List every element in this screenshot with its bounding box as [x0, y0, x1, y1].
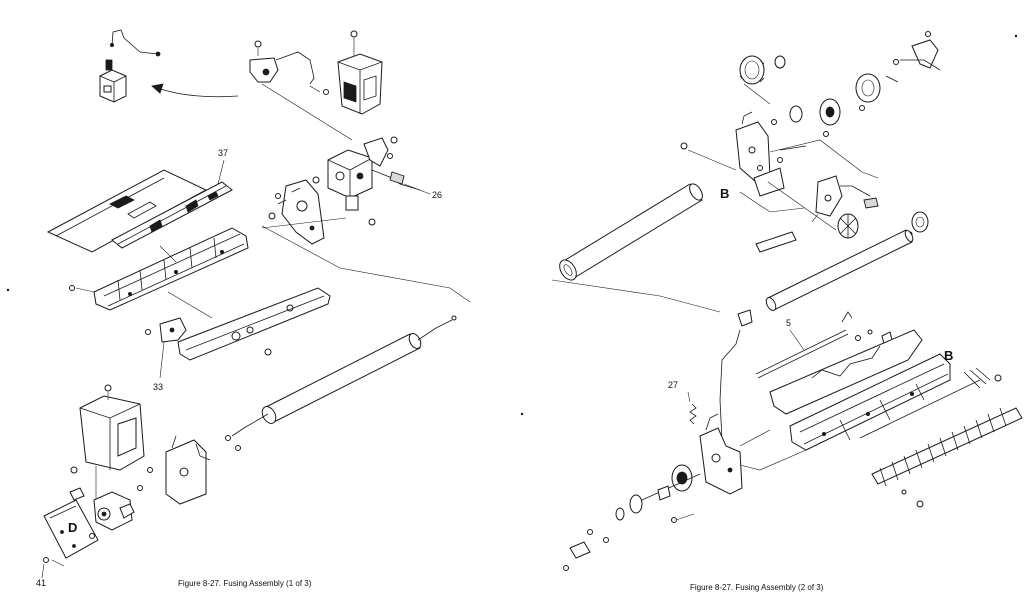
main-drive-bracket	[680, 111, 807, 197]
leader-line	[551, 279, 721, 313]
callout-letter-d: D	[68, 520, 77, 535]
part-label-5: 5	[786, 318, 791, 328]
pressure-roller	[765, 229, 914, 311]
scan-specks	[6, 34, 1018, 416]
leader-line	[767, 181, 837, 231]
left-figure-fusing-assembly-1-of-3: 37 26 33 D 41 Figure 8-27. Fusing Assemb…	[36, 29, 471, 588]
roller-end-bracket	[165, 435, 241, 505]
wire-harness	[110, 29, 161, 57]
leader-line	[403, 183, 431, 195]
caption-prefix: Figure 8-27. Fusing Assembly	[690, 583, 798, 592]
spring-27	[687, 391, 697, 425]
part-label-27: 27	[668, 380, 678, 390]
side-frame-plate	[268, 179, 325, 245]
right-figure-fusing-assembly-2-of-3: B B 5 27 Figure 8-27. Fusing Assembly (2…	[551, 31, 1023, 592]
caption-part-count: (1 of 3)	[286, 579, 312, 588]
clamp-33	[145, 317, 187, 379]
lower-side-frame	[699, 413, 743, 495]
leader-line	[743, 83, 771, 105]
guide-plate	[769, 329, 923, 415]
upper-housing-cover	[337, 30, 383, 115]
part-label-26: 26	[432, 190, 442, 200]
pivot-bracket	[885, 31, 941, 83]
bracket-with-rod	[249, 40, 329, 95]
leader-line	[41, 563, 45, 579]
fusing-roller-left	[225, 315, 457, 441]
drive-gears	[93, 467, 153, 531]
callout-letter-b-right: B	[944, 348, 953, 363]
lever-bracket	[811, 175, 879, 223]
heat-roller	[559, 183, 703, 281]
part-label-33: 33	[153, 382, 163, 392]
leader-line	[261, 217, 347, 229]
leader-line	[159, 245, 177, 263]
part-label-41: 41	[36, 578, 46, 588]
leader-line	[261, 83, 353, 141]
bearing-wheel	[615, 464, 701, 521]
curved-arrow	[151, 83, 239, 98]
leader-line	[769, 139, 879, 179]
vertical-cable	[719, 309, 753, 441]
bushing	[907, 211, 929, 237]
leader-line	[789, 329, 805, 351]
lower-screws	[563, 513, 695, 571]
gear-housing	[70, 384, 145, 500]
knurled-gear	[755, 213, 859, 253]
cleaning-comb	[871, 367, 1023, 508]
caption-prefix: Figure 8-27. Fusing Assembly	[178, 579, 286, 588]
leader-line	[261, 225, 471, 303]
lower-frame-channel	[69, 227, 249, 311]
figure-caption-left: Figure 8-27. Fusing Assembly (1 of 3)	[178, 579, 312, 588]
caption-part-count: (2 of 3)	[798, 583, 824, 592]
small-gears-row	[774, 55, 881, 137]
connector-block	[99, 59, 127, 103]
guide-rail-37	[111, 159, 233, 249]
lower-frame-tray	[789, 353, 981, 451]
leader-line	[739, 429, 771, 447]
drive-bracket-cluster	[312, 136, 421, 226]
end-plate-41	[43, 487, 99, 567]
callout-letter-b-upper: B	[720, 186, 729, 201]
long-mounting-bracket	[177, 287, 331, 361]
leader-line	[735, 449, 807, 471]
figure-caption-right: Figure 8-27. Fusing Assembly (2 of 3)	[690, 583, 824, 592]
leader-line	[167, 291, 213, 319]
part-label-37: 37	[218, 148, 228, 158]
gear-top-left	[739, 55, 765, 85]
leader-line	[739, 191, 805, 213]
